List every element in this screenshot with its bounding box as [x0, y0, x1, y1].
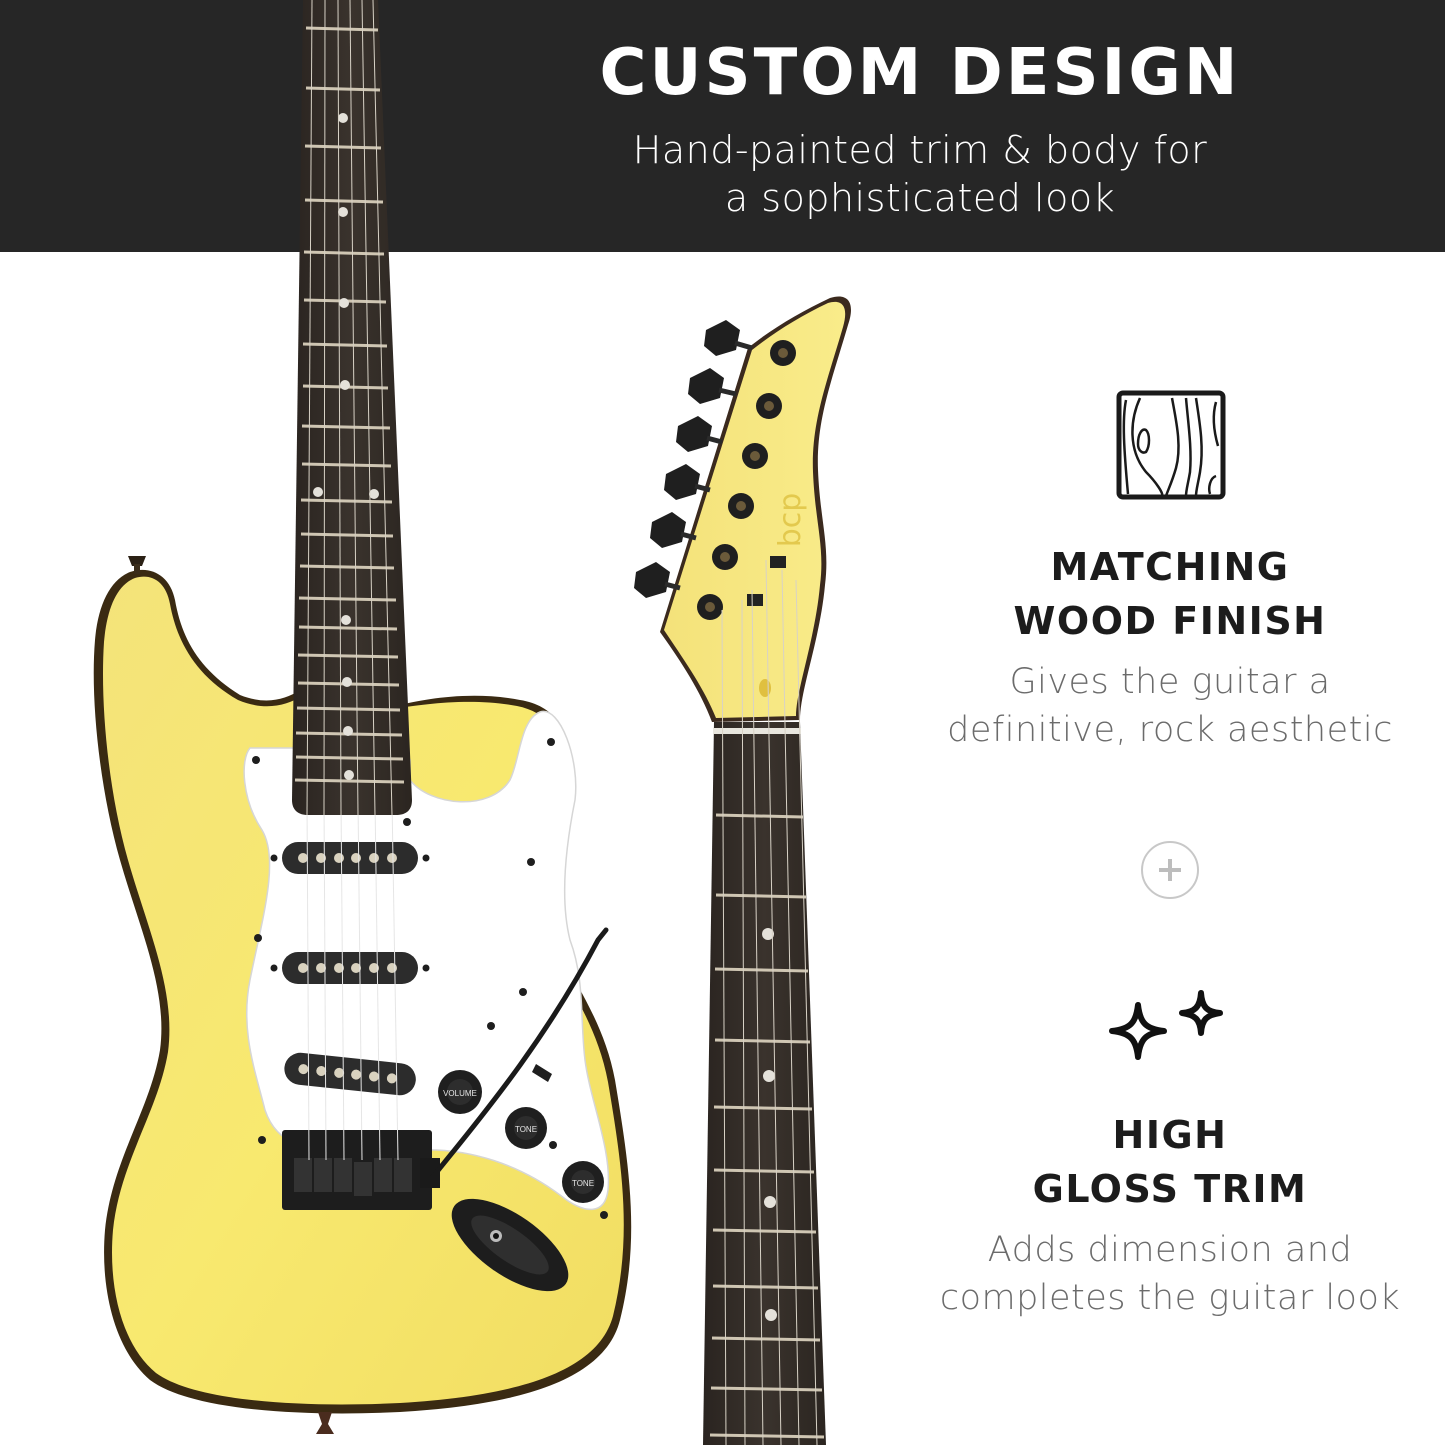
guitar-body: VOLUME TONE TONE: [93, 556, 632, 1434]
feature-high-gloss-trim: HIGH GLOSS TRIM Adds dimension and compl…: [920, 1108, 1420, 1322]
center-fretboard: [703, 559, 826, 1445]
feature-title: MATCHING WOOD FINISH: [920, 540, 1420, 648]
volume-knob: VOLUME: [438, 1070, 482, 1114]
sparkle-icon: [1109, 990, 1223, 1060]
svg-text:TONE: TONE: [515, 1125, 537, 1134]
feature-title: HIGH GLOSS TRIM: [920, 1108, 1420, 1216]
svg-text:bcp: bcp: [773, 493, 808, 548]
svg-text:VOLUME: VOLUME: [443, 1089, 477, 1098]
tremolo-bridge: [282, 1130, 440, 1210]
tone-knob-2: TONE: [562, 1161, 604, 1203]
plus-circle-icon: [1141, 841, 1199, 899]
feature-desc-line-2: completes the guitar look: [939, 1278, 1401, 1318]
feature-description: Adds dimension and completes the guitar …: [920, 1226, 1420, 1322]
feature-desc-line-1: Gives the guitar a: [1009, 662, 1331, 702]
wood-grain-icon: [1116, 390, 1226, 500]
feature-desc-line-2: definitive, rock aesthetic: [947, 710, 1393, 750]
subtitle-line-2: a sophisticated look: [724, 176, 1116, 220]
feature-title-line-2: WOOD FINISH: [1013, 599, 1327, 643]
pickup-bridge: [284, 1052, 416, 1096]
subtitle-line-1: Hand-painted trim & body for: [632, 128, 1208, 172]
feature-matching-wood-finish: MATCHING WOOD FINISH Gives the guitar a …: [920, 540, 1420, 754]
tone-knob-1: TONE: [505, 1107, 547, 1149]
svg-text:TONE: TONE: [572, 1179, 594, 1188]
feature-desc-line-1: Adds dimension and: [987, 1230, 1353, 1270]
page-title: CUSTOM DESIGN: [599, 36, 1241, 110]
page-subtitle: Hand-painted trim & body for a sophistic…: [560, 126, 1280, 222]
feature-title-line-1: HIGH: [1112, 1113, 1228, 1157]
pickup-middle: [270, 952, 430, 984]
output-jack: [451, 1198, 569, 1292]
pickup-neck: [270, 842, 430, 874]
left-fretboard: [292, 0, 412, 816]
feature-title-line-1: MATCHING: [1050, 545, 1290, 589]
feature-title-line-2: GLOSS TRIM: [1032, 1167, 1308, 1211]
feature-description: Gives the guitar a definitive, rock aest…: [920, 658, 1420, 754]
header-banner: [0, 0, 1445, 252]
headstock: bcp: [634, 296, 851, 722]
